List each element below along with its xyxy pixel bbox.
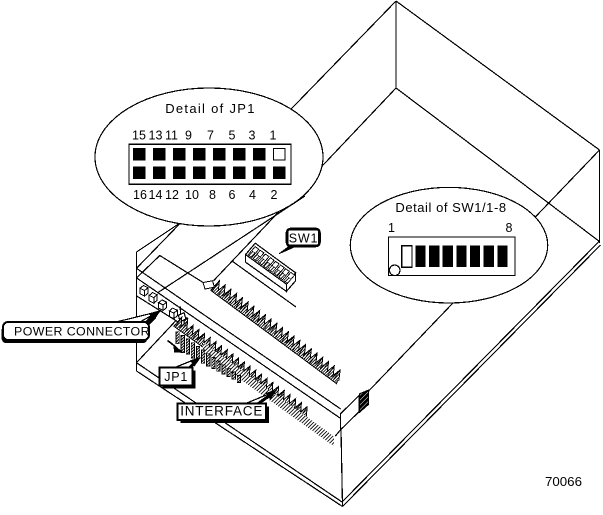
svg-text:Detail of JP1: Detail of JP1 xyxy=(165,101,256,116)
svg-text:2: 2 xyxy=(271,188,278,202)
svg-text:1: 1 xyxy=(388,221,395,235)
svg-text:1: 1 xyxy=(270,129,277,143)
svg-text:5: 5 xyxy=(229,129,236,143)
svg-text:4: 4 xyxy=(249,188,256,202)
svg-text:12: 12 xyxy=(165,188,179,202)
svg-text:8: 8 xyxy=(506,221,513,235)
svg-text:70066: 70066 xyxy=(545,474,582,489)
svg-text:6: 6 xyxy=(229,188,236,202)
svg-text:INTERFACE: INTERFACE xyxy=(180,403,263,418)
svg-text:9: 9 xyxy=(185,129,192,143)
svg-text:POWER CONNECTOR: POWER CONNECTOR xyxy=(14,325,150,339)
svg-text:10: 10 xyxy=(185,188,199,202)
svg-text:SW1: SW1 xyxy=(289,232,319,246)
svg-text:7: 7 xyxy=(207,129,214,143)
svg-text:15: 15 xyxy=(132,129,146,143)
svg-text:11: 11 xyxy=(165,129,178,143)
svg-text:13: 13 xyxy=(149,129,163,143)
svg-text:16: 16 xyxy=(133,188,147,202)
svg-text:8: 8 xyxy=(209,188,216,202)
svg-text:JP1: JP1 xyxy=(164,370,188,384)
svg-text:Detail of SW1/1-8: Detail of SW1/1-8 xyxy=(395,200,506,215)
svg-text:14: 14 xyxy=(149,188,163,202)
svg-text:3: 3 xyxy=(249,129,256,143)
